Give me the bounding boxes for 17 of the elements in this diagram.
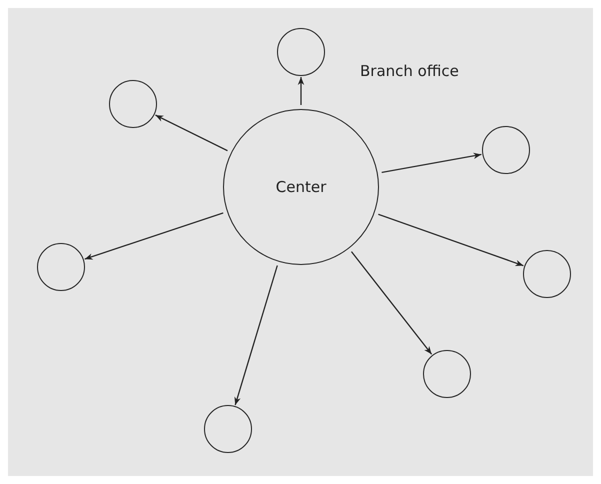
branch-circle <box>423 350 471 398</box>
arrow <box>351 251 432 355</box>
arrow <box>155 114 228 152</box>
branch-circle <box>277 28 325 76</box>
arrow <box>378 214 524 266</box>
branch-circle <box>37 243 85 291</box>
arrow <box>298 77 304 105</box>
branch-circle <box>204 405 252 453</box>
arrow <box>84 212 224 260</box>
annotation-label: Branch office <box>360 62 459 80</box>
center-circle <box>223 109 379 265</box>
arrow <box>234 265 278 406</box>
branch-circle <box>523 250 571 298</box>
node-label: Center <box>276 178 326 196</box>
branch-circle <box>109 80 157 128</box>
arrow <box>382 152 482 174</box>
branch-circle <box>482 126 530 174</box>
